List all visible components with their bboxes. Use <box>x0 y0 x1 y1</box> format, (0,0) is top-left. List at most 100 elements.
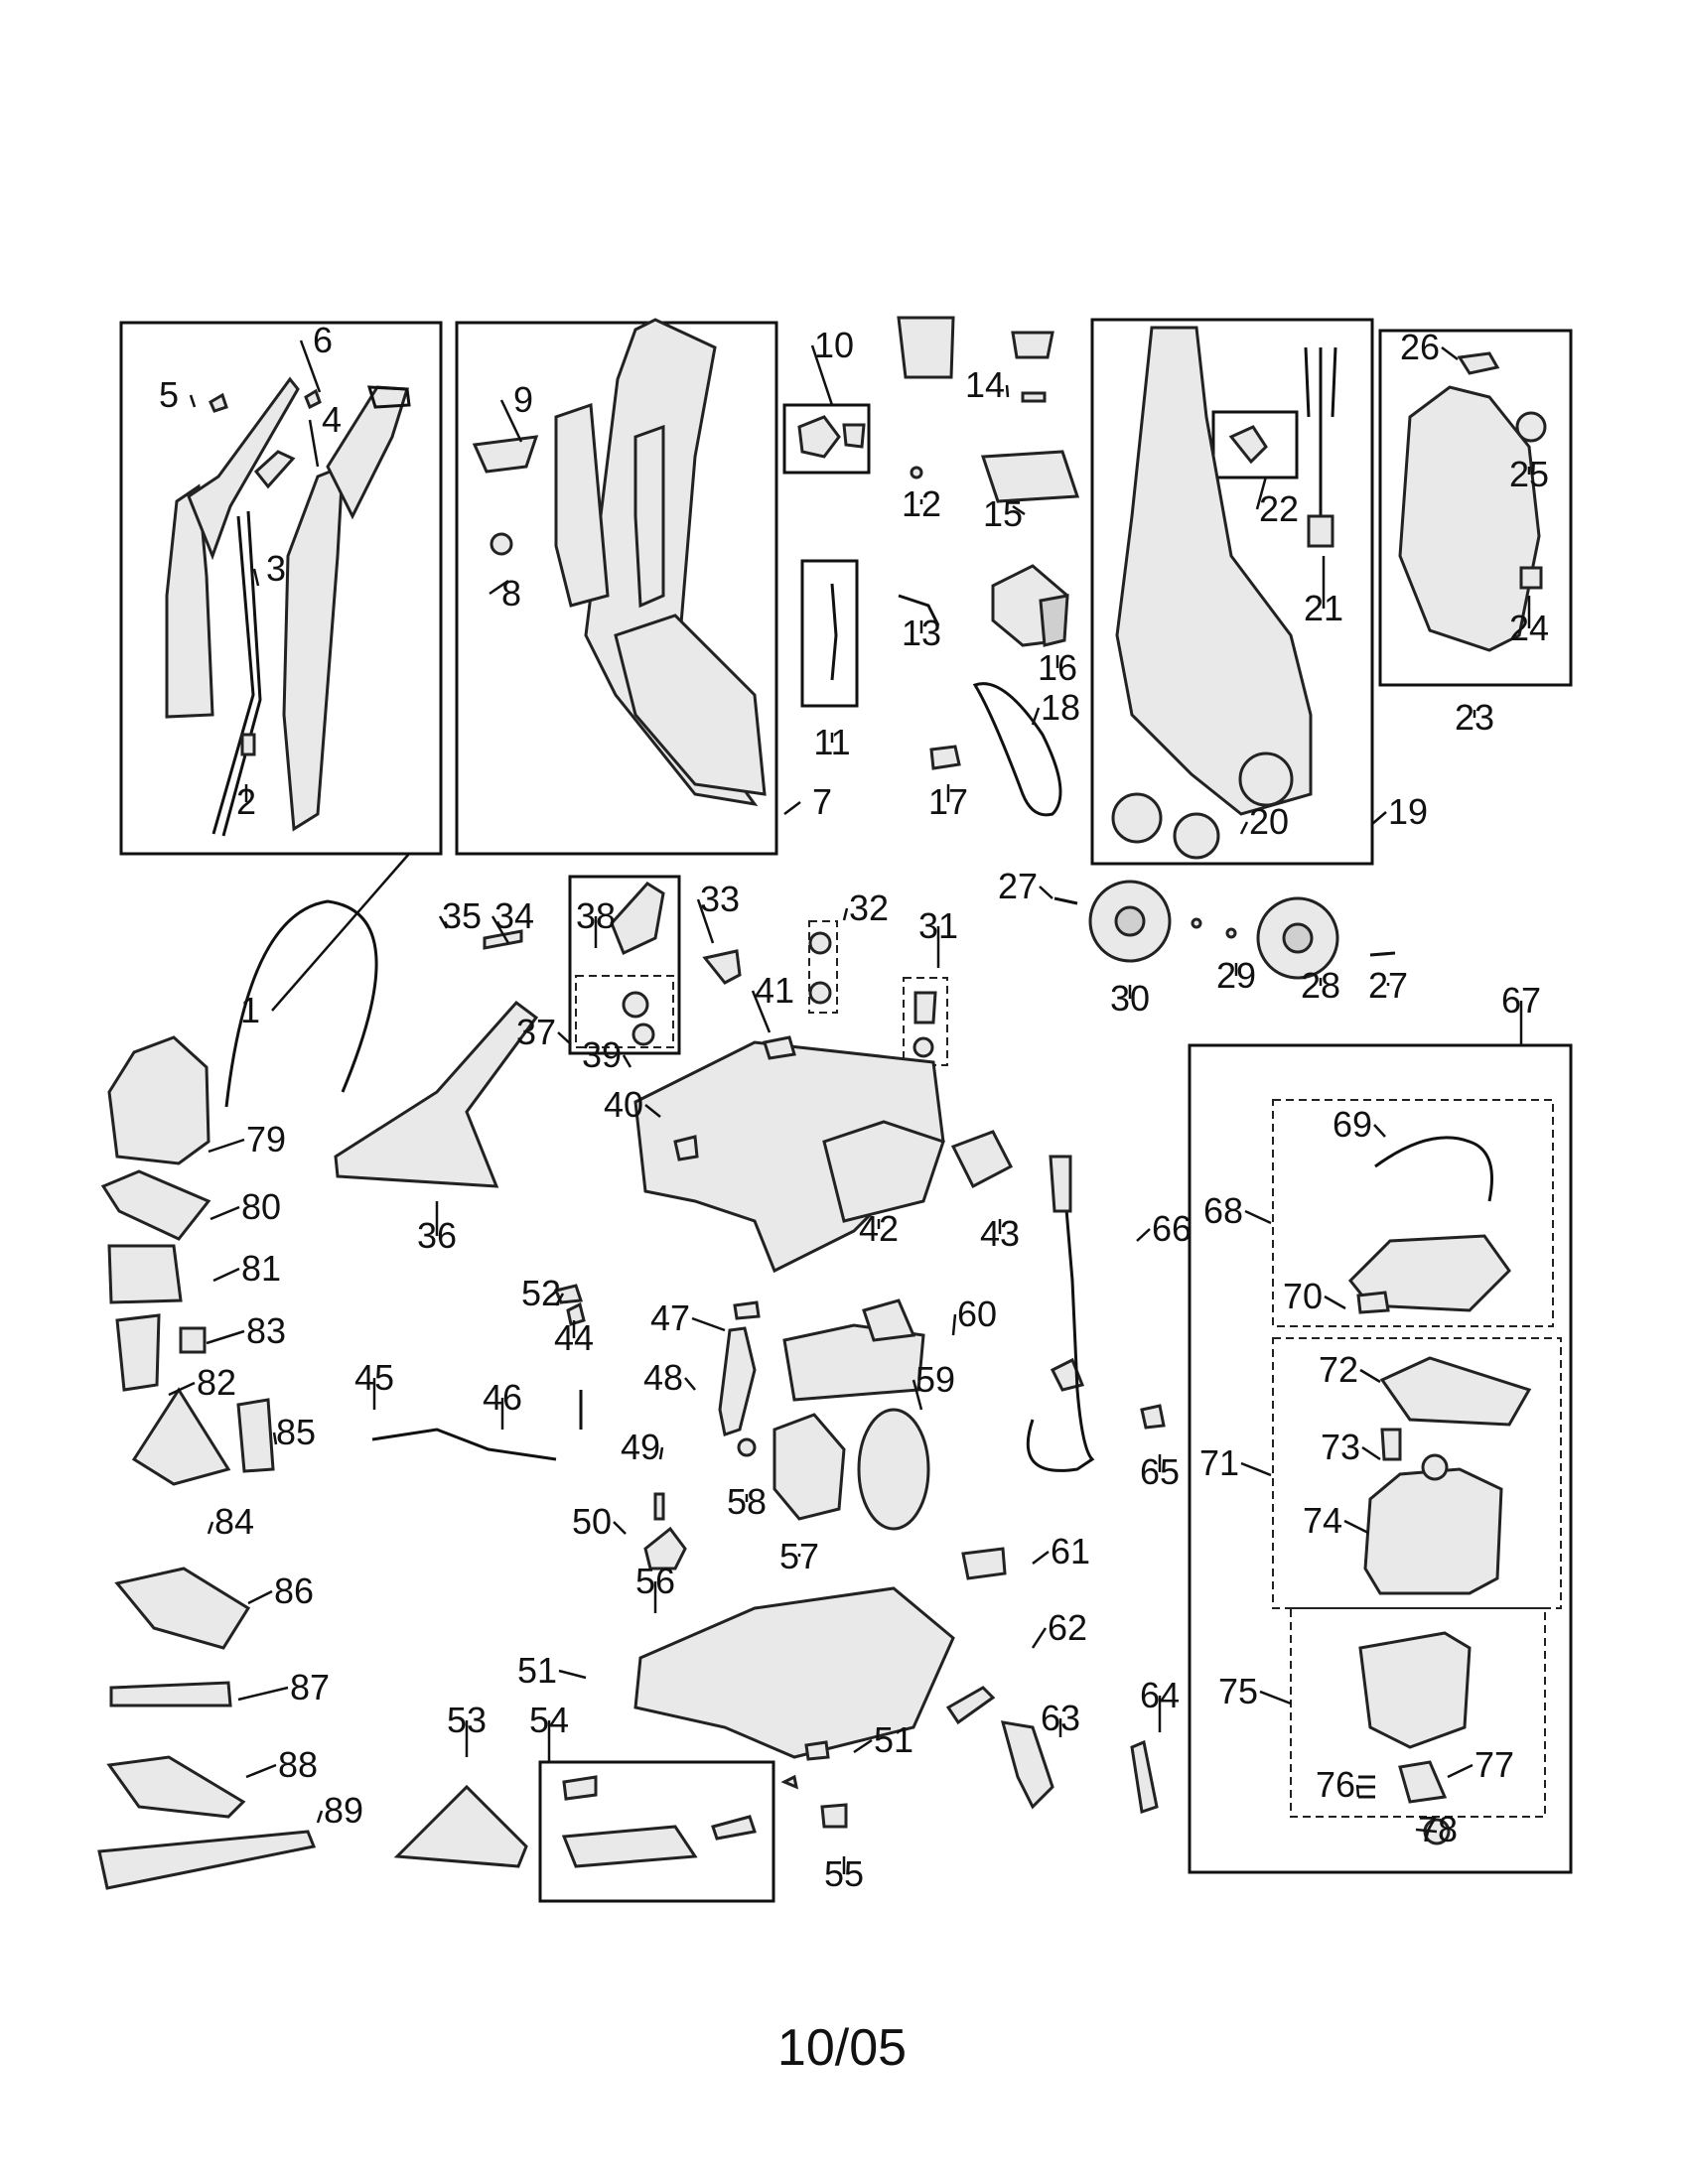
callout-label-19: 19 <box>1388 791 1428 832</box>
leader-line-75 <box>1259 1690 1292 1706</box>
leader-line-34 <box>491 915 510 944</box>
callout-label-16: 16 <box>1038 647 1077 688</box>
callout-label-85: 85 <box>276 1412 316 1452</box>
callout-label-89: 89 <box>324 1790 363 1831</box>
leader-line-83 <box>206 1329 245 1345</box>
group-box-19 <box>1090 318 1374 866</box>
callout-label-69: 69 <box>1333 1104 1372 1145</box>
cover-parts <box>472 318 767 807</box>
callout-label-13: 13 <box>902 613 941 653</box>
wheels <box>1053 880 1396 980</box>
callout-label-52: 52 <box>521 1273 561 1313</box>
group-box-10 <box>782 403 871 475</box>
leader-line-81 <box>212 1267 240 1283</box>
callout-label-76: 76 <box>1316 1764 1355 1805</box>
leader-line-49 <box>658 1446 664 1460</box>
callout-label-54: 54 <box>529 1700 569 1740</box>
leader-line-60 <box>951 1313 957 1336</box>
leader-line-7 <box>783 801 801 815</box>
leader-line-9 <box>499 399 523 443</box>
leader-line-26 <box>1441 346 1459 360</box>
callout-label-35: 35 <box>442 895 482 936</box>
callout-label-73: 73 <box>1321 1427 1360 1467</box>
callout-label-17: 17 <box>928 781 968 822</box>
callout-label-49: 49 <box>621 1427 660 1467</box>
callout-label-7: 7 <box>812 781 832 822</box>
leader-line-50 <box>613 1521 627 1535</box>
callout-label-70: 70 <box>1283 1276 1323 1316</box>
callout-label-41: 41 <box>755 970 794 1011</box>
leader-line-68 <box>1244 1209 1272 1225</box>
leader-line-80 <box>210 1205 240 1221</box>
callout-label-30: 30 <box>1110 978 1150 1019</box>
callout-label-56: 56 <box>635 1561 675 1601</box>
callout-labels: 1234567891011121314151617181920212223242… <box>159 320 1549 1894</box>
callout-label-75: 75 <box>1218 1671 1258 1711</box>
callout-label-22: 22 <box>1259 488 1299 529</box>
callout-label-34: 34 <box>494 895 534 936</box>
callout-label-38: 38 <box>576 895 616 936</box>
callout-label-9: 9 <box>513 379 533 420</box>
leader-lines <box>168 340 1531 1874</box>
callout-label-72: 72 <box>1319 1349 1358 1390</box>
callout-label-84: 84 <box>214 1501 254 1542</box>
leader-line-70 <box>1324 1295 1346 1310</box>
callout-label-82: 82 <box>197 1362 236 1403</box>
callout-label-58: 58 <box>727 1481 767 1522</box>
callout-label-33: 33 <box>700 879 740 919</box>
base-housing-19 <box>1111 326 1337 860</box>
leader-line-74 <box>1343 1519 1369 1535</box>
leader-line-66 <box>1136 1228 1151 1242</box>
lower-parts <box>371 1155 1166 1868</box>
callout-label-51: 51 <box>874 1719 913 1760</box>
callout-label-18: 18 <box>1041 687 1080 728</box>
callout-label-79: 79 <box>246 1119 286 1160</box>
callout-label-11: 11 <box>813 722 850 762</box>
callout-label-86: 86 <box>274 1570 314 1611</box>
leader-line-39 <box>622 1054 632 1068</box>
callout-label-81: 81 <box>241 1248 281 1289</box>
leader-line-73 <box>1361 1445 1381 1461</box>
callout-label-32: 32 <box>849 887 889 928</box>
leader-line-76 <box>1355 1784 1360 1798</box>
callout-label-57: 57 <box>779 1536 819 1576</box>
leader-line-47 <box>691 1316 726 1332</box>
group-box-23 <box>1378 329 1573 687</box>
callout-label-15: 15 <box>983 493 1023 534</box>
callout-label-47: 47 <box>650 1297 690 1338</box>
group-box-71 <box>1272 1337 1562 1609</box>
callout-label-8: 8 <box>501 573 521 614</box>
leader-line-20 <box>1239 821 1249 835</box>
callout-label-53: 53 <box>447 1700 487 1740</box>
leader-line-78 <box>1415 1828 1438 1834</box>
callout-label-80: 80 <box>241 1186 281 1227</box>
housing-23 <box>1398 351 1547 652</box>
callout-label-88: 88 <box>278 1744 318 1785</box>
callout-label-12: 12 <box>902 483 941 524</box>
callout-label-21: 21 <box>1304 588 1343 628</box>
leader-line-62 <box>1031 1627 1048 1649</box>
leader-line-3 <box>252 568 260 587</box>
callout-label-66: 66 <box>1152 1208 1192 1249</box>
callout-label-14: 14 <box>965 364 1005 405</box>
group-box-37 <box>568 875 681 1055</box>
callout-label-44: 44 <box>554 1317 594 1358</box>
leader-line-14 <box>1005 384 1010 398</box>
leader-line-4 <box>308 419 320 468</box>
motor-parts <box>797 316 1080 817</box>
callout-label-25: 25 <box>1509 454 1549 494</box>
leader-line-51 <box>853 1738 873 1754</box>
callout-label-37: 37 <box>516 1012 556 1052</box>
callout-label-62: 62 <box>1048 1607 1087 1648</box>
group-box-cover <box>455 321 778 856</box>
callout-label-64: 64 <box>1140 1675 1180 1715</box>
leader-line-1 <box>271 853 410 1012</box>
leader-line-61 <box>1032 1551 1050 1565</box>
callout-label-20: 20 <box>1249 801 1289 842</box>
leader-line-6 <box>299 340 322 393</box>
callout-label-74: 74 <box>1303 1500 1342 1541</box>
callout-label-63: 63 <box>1041 1698 1080 1738</box>
group-box-38 <box>575 975 674 1048</box>
